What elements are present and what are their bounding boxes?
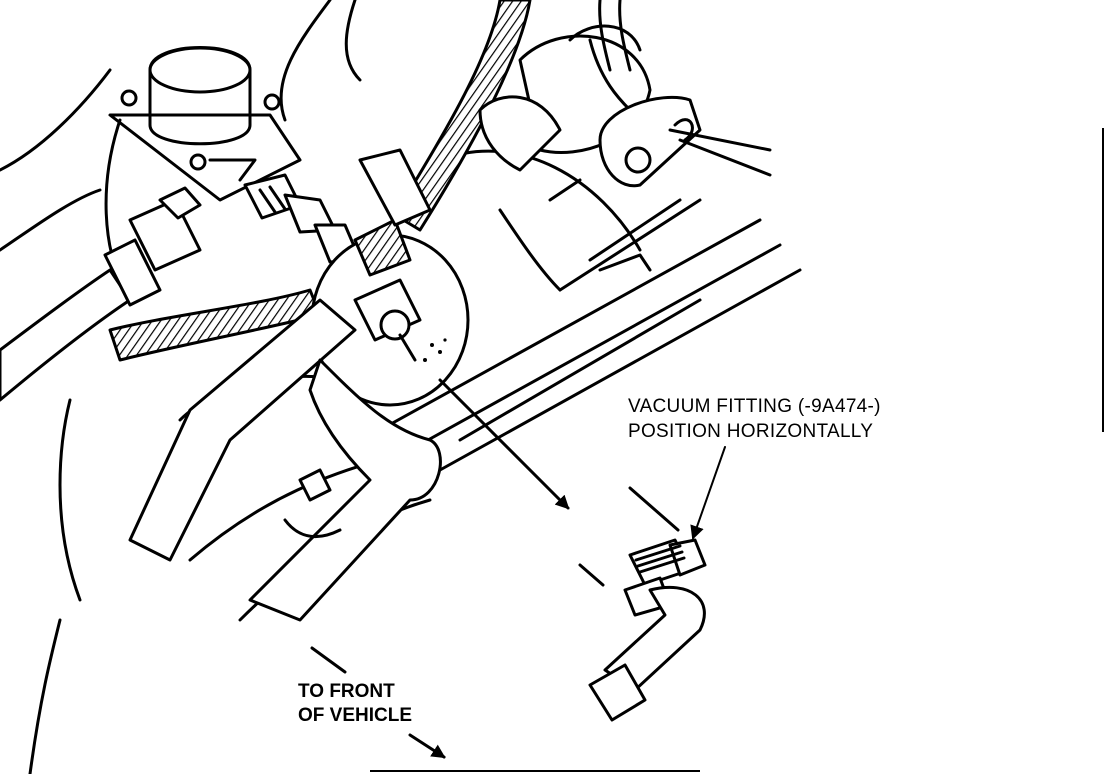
- vacuum-fitting-detail: [578, 486, 707, 722]
- frame-rails: [378, 178, 802, 472]
- wiring-harness-middle: [353, 148, 432, 277]
- wiring-harness-upper: [393, 0, 532, 232]
- canister-component: [108, 46, 302, 202]
- linkage-bracket: [598, 95, 772, 188]
- main-hose: [128, 298, 442, 622]
- position-note-label: POSITION HORIZONTALLY: [628, 421, 873, 442]
- detail-leader-arrow: [438, 378, 570, 510]
- round-component: [310, 233, 470, 407]
- bolt: [283, 468, 342, 539]
- front-label-line2: OF VEHICLE: [298, 705, 412, 726]
- left-vacuum-hose: [0, 186, 202, 402]
- callout-leader-arrow: [690, 446, 726, 540]
- front-label-line1: TO FRONT: [298, 681, 395, 702]
- vacuum-fitting-label: VACUUM FITTING (-9A474-): [628, 396, 881, 417]
- vacuum-line-coupling: [243, 173, 362, 264]
- front-direction-indicator: [310, 646, 446, 759]
